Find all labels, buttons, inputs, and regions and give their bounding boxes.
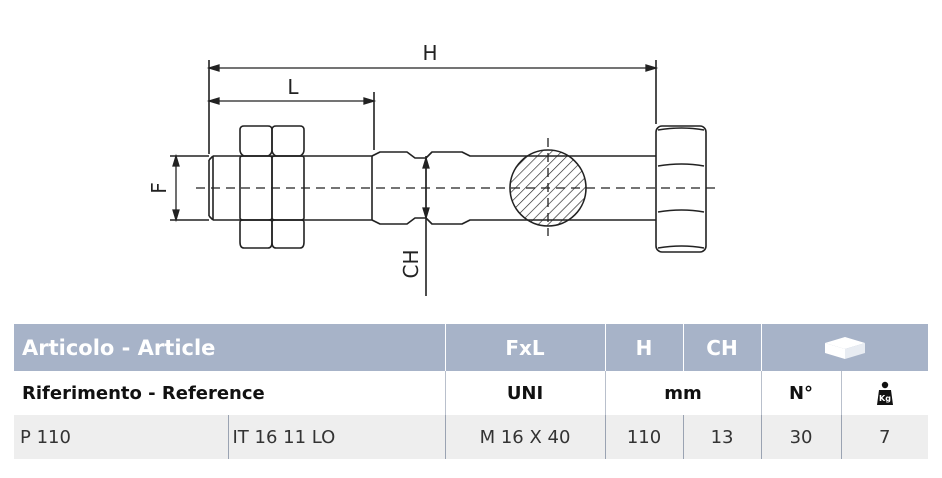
spec-table: Articolo - Article FxL H CH Riferimento … [14,324,929,459]
cell-kg: 7 [841,415,929,459]
nut-1 [239,125,273,249]
cell-ch: 13 [683,415,762,459]
cell-n: 30 [761,415,842,459]
dim-l-label: L [287,75,299,99]
dim-ch-label: CH [399,249,423,278]
header-h: H [605,324,684,371]
subheader-uni: UNI [445,371,606,415]
cell-h: 110 [605,415,684,459]
header-package [761,324,929,371]
bolt-technical-drawing: H L F CH [147,41,720,296]
shank-top-outline [213,151,656,159]
subheader-n: N° [761,371,842,415]
subheader-reference: Riferimento - Reference [14,371,446,415]
header-ch: CH [683,324,762,371]
subheader-weight: Kg [841,371,929,415]
weight-kg-icon: Kg [876,381,893,405]
cell-reference: IT 16 11 LO [228,415,446,459]
cell-article: P 110 [14,415,229,459]
subheader-mm: mm [605,371,762,415]
dim-h-label: H [422,41,437,65]
table-subheader-row: Riferimento - Reference UNI mm N° Kg [14,371,929,415]
nut-2 [271,125,305,249]
shank-bottom-outline [213,217,656,225]
header-article: Articolo - Article [14,324,446,371]
table-header-row: Articolo - Article FxL H CH [14,324,929,371]
bolt-head [655,125,707,253]
table-row: P 110 IT 16 11 LO M 16 X 40 110 13 30 7 [14,415,929,459]
package-icon [824,336,865,359]
dim-f-label: F [147,182,171,194]
cell-fxl: M 16 X 40 [445,415,606,459]
svg-text:Kg: Kg [879,394,891,403]
header-fxl: FxL [445,324,606,371]
